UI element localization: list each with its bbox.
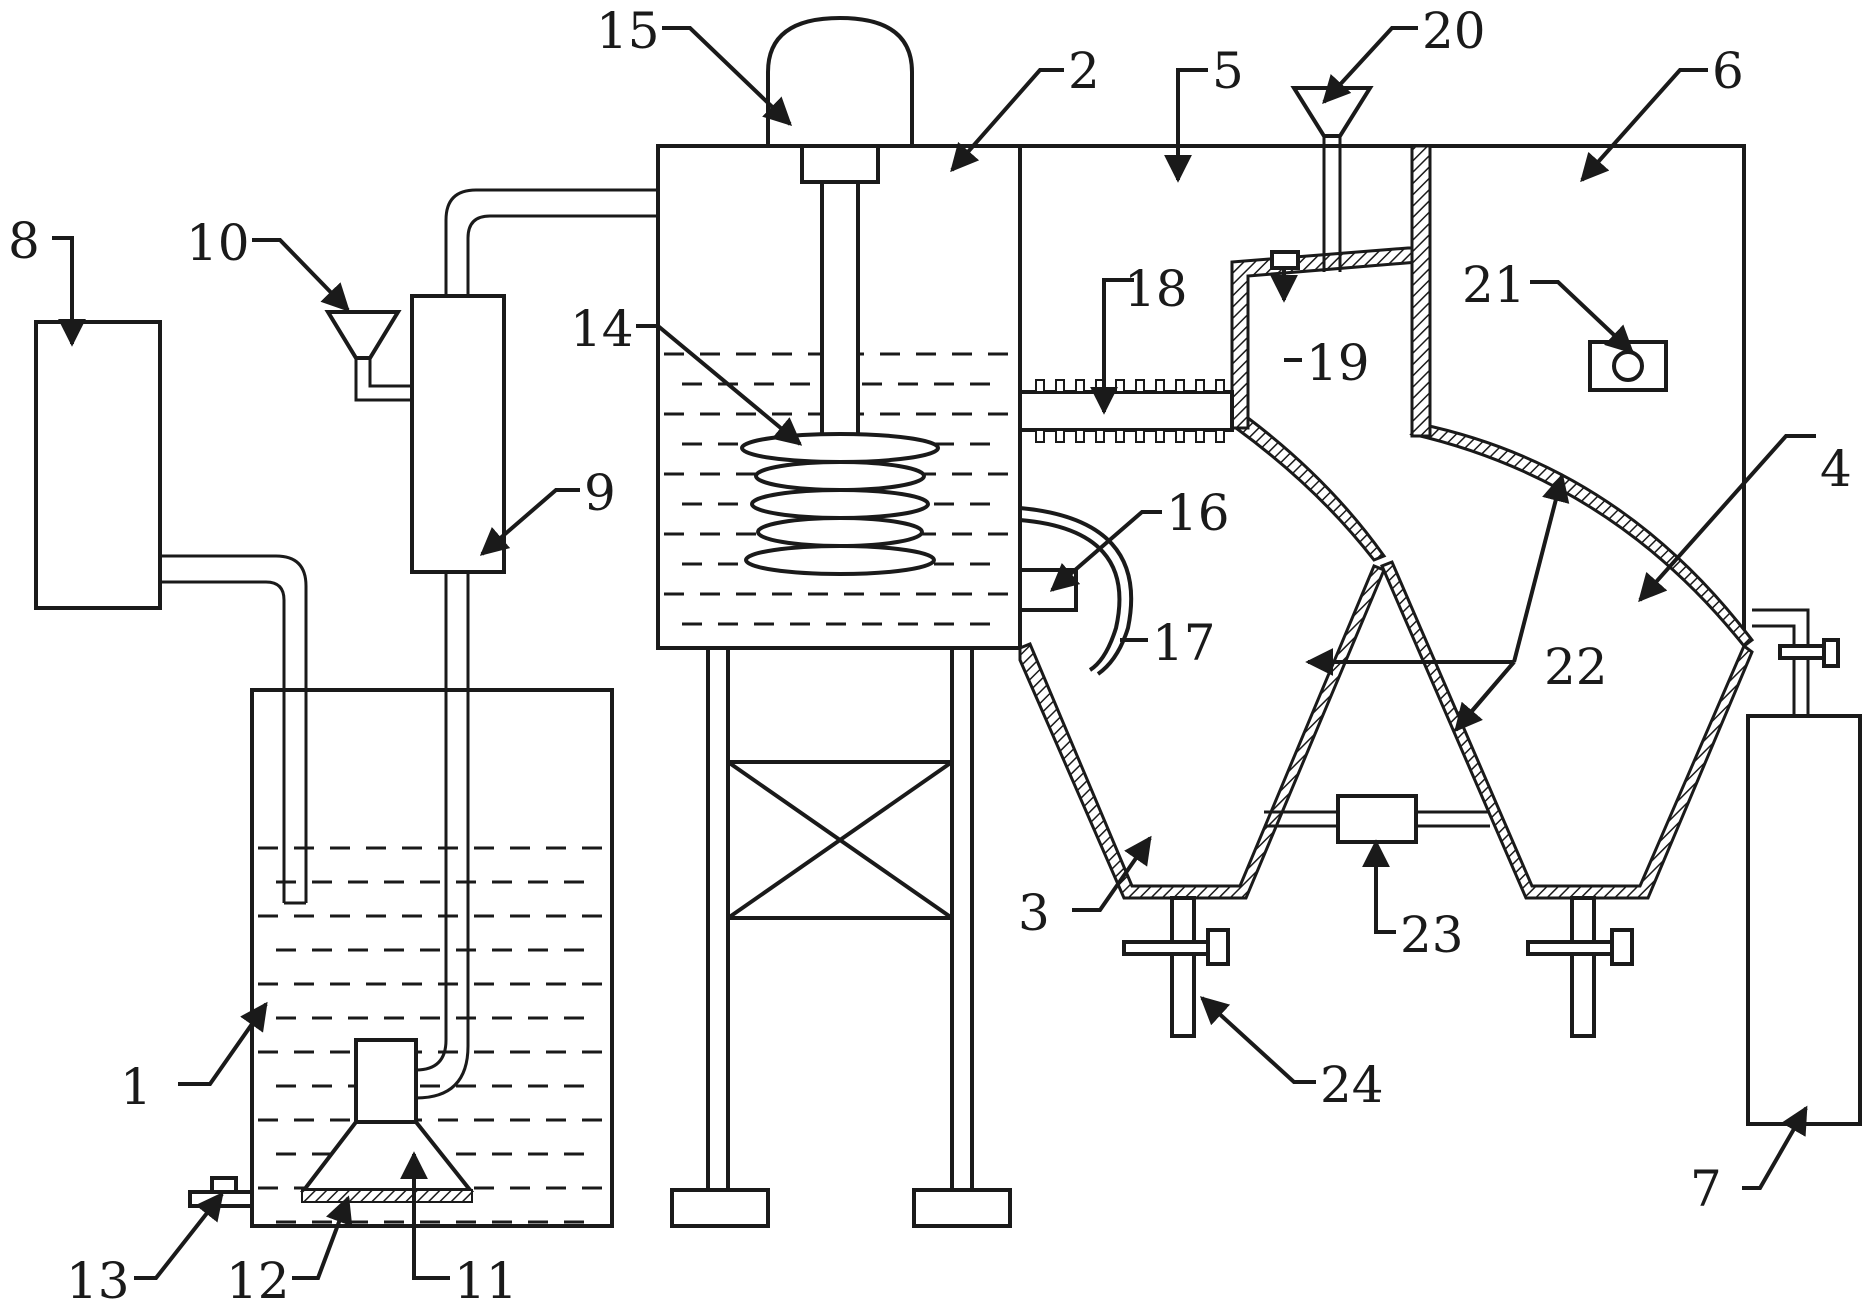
label-12: 12 <box>226 1252 290 1310</box>
settling-tank-5 <box>1018 86 1862 1126</box>
aerator-bar-18 <box>1035 379 1225 443</box>
label-23: 23 <box>1400 906 1464 964</box>
label-15: 15 <box>596 2 660 60</box>
column-9 <box>410 188 658 574</box>
tank-1-liquid <box>258 846 602 1224</box>
label-3: 3 <box>1018 884 1050 942</box>
part-labels: 1 2 3 4 5 6 7 8 9 10 11 12 13 14 15 16 1… <box>8 2 1852 1310</box>
riser-pipe <box>415 572 470 1100</box>
leader-lines <box>52 26 1816 1280</box>
tank-2-stand <box>670 648 1012 1228</box>
label-22: 22 <box>1544 638 1608 696</box>
label-10: 10 <box>186 214 250 272</box>
label-7: 7 <box>1690 1160 1722 1218</box>
label-16: 16 <box>1166 484 1230 542</box>
outlet-valve-24 <box>1122 896 1634 1038</box>
label-5: 5 <box>1212 42 1244 100</box>
label-6: 6 <box>1712 42 1744 100</box>
label-11: 11 <box>454 1252 518 1310</box>
drain-valve-13 <box>188 1176 254 1208</box>
label-13: 13 <box>66 1252 130 1310</box>
label-20: 20 <box>1422 2 1486 60</box>
stirrer-14 <box>740 432 940 576</box>
label-24: 24 <box>1320 1056 1384 1114</box>
funnel-10 <box>324 310 412 402</box>
tank-1 <box>250 688 614 1228</box>
camera-21 <box>1588 340 1668 392</box>
label-21: 21 <box>1462 256 1526 314</box>
reservoir-8 <box>34 320 308 905</box>
label-17: 17 <box>1152 614 1216 672</box>
label-8: 8 <box>8 212 40 270</box>
label-4: 4 <box>1820 440 1852 498</box>
label-14: 14 <box>570 300 634 358</box>
label-9: 9 <box>584 464 616 522</box>
mixing-tank-2 <box>656 15 1022 1228</box>
label-2: 2 <box>1068 42 1100 100</box>
aerator-head-11 <box>299 1038 475 1203</box>
label-1: 1 <box>120 1058 152 1116</box>
pump-23 <box>1264 794 1490 844</box>
label-18: 18 <box>1124 260 1188 318</box>
label-19: 19 <box>1306 334 1370 392</box>
diffuser-plate-12 <box>301 1189 473 1203</box>
